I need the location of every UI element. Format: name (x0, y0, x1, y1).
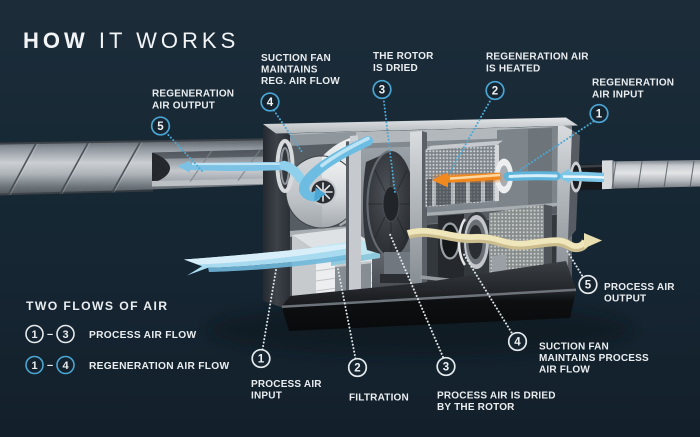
svg-text:OUTPUT: OUTPUT (604, 294, 646, 305)
svg-text:MAINTAINS: MAINTAINS (261, 65, 318, 76)
svg-text:REGENERATION: REGENERATION (152, 89, 234, 100)
svg-text:IS DRIED: IS DRIED (373, 63, 418, 74)
svg-text:4: 4 (267, 97, 274, 109)
svg-text:HOW IT WORKS: HOW IT WORKS (23, 28, 239, 53)
svg-text:FILTRATION: FILTRATION (349, 393, 409, 404)
svg-text:PROCESS AIR: PROCESS AIR (251, 379, 322, 390)
svg-text:5: 5 (157, 121, 164, 133)
svg-text:5: 5 (585, 280, 592, 292)
svg-text:1: 1 (596, 109, 603, 121)
svg-text:TWO FLOWS OF AIR: TWO FLOWS OF AIR (26, 299, 168, 313)
svg-text:4: 4 (514, 337, 521, 349)
svg-text:4: 4 (62, 360, 69, 372)
svg-text:2: 2 (492, 86, 498, 98)
svg-text:SUCTION FAN: SUCTION FAN (539, 342, 609, 353)
svg-text:1: 1 (31, 329, 37, 341)
svg-text:INPUT: INPUT (251, 391, 282, 402)
svg-text:3: 3 (379, 85, 385, 97)
svg-text:PROCESS AIR: PROCESS AIR (604, 282, 675, 293)
svg-text:BY THE ROTOR: BY THE ROTOR (437, 402, 515, 413)
svg-text:REGENERATION AIR FLOW: REGENERATION AIR FLOW (89, 361, 230, 372)
svg-text:3: 3 (443, 362, 449, 374)
svg-text:1: 1 (258, 354, 265, 366)
svg-text:AIR INPUT: AIR INPUT (592, 90, 644, 101)
svg-text:–: – (47, 360, 53, 372)
svg-text:AIR FLOW: AIR FLOW (539, 365, 590, 376)
svg-text:2: 2 (354, 363, 360, 375)
svg-text:IS HEATED: IS HEATED (486, 64, 540, 75)
svg-text:THE ROTOR: THE ROTOR (373, 51, 434, 62)
svg-text:1: 1 (31, 360, 37, 372)
svg-text:PROCESS AIR FLOW: PROCESS AIR FLOW (89, 330, 197, 341)
svg-text:REGENERATION: REGENERATION (592, 78, 674, 89)
svg-text:MAINTAINS PROCESS: MAINTAINS PROCESS (539, 353, 649, 364)
svg-text:3: 3 (62, 329, 68, 341)
svg-text:REG. AIR FLOW: REG. AIR FLOW (261, 76, 340, 87)
svg-text:REGENERATION AIR: REGENERATION AIR (486, 52, 589, 63)
svg-text:–: – (47, 329, 53, 341)
svg-text:PROCESS AIR IS DRIED: PROCESS AIR IS DRIED (437, 391, 556, 402)
svg-text:SUCTION FAN: SUCTION FAN (261, 53, 331, 64)
svg-text:AIR OUTPUT: AIR OUTPUT (152, 101, 215, 112)
